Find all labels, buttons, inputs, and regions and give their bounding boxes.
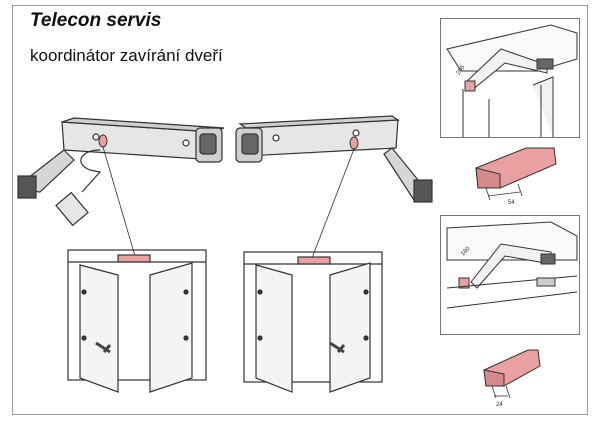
dim-label-bottom-part: 24 [496,402,503,408]
hex-key-icon [55,149,102,227]
detail-bottom-drawing: 180 [446,221,578,309]
page-title: Telecon servis [30,10,162,31]
double-door-right [243,251,383,393]
dim-label-top-part: 54 [508,200,515,206]
outer-frame [12,5,588,415]
pink-part-top: 54 [475,147,557,206]
page-subtitle: koordinátor zavírání dveří [30,46,223,65]
detail-panel-bottom: 180 [440,215,580,335]
pink-part-bottom: 24 [483,349,541,408]
detail-panel-top: 205 [440,18,580,138]
dim-label-bottom-arm: 180 [460,246,472,258]
small-pink-part-left [98,134,108,148]
leader-line-right [311,148,355,259]
small-pink-part-right [349,136,359,150]
leader-line-left [102,146,136,257]
double-door-left [67,249,207,393]
coordinator-left [17,117,225,199]
coordinator-right [235,115,433,203]
dim-label-top-arm: 205 [456,64,467,76]
detail-top-drawing: 205 [446,24,578,137]
